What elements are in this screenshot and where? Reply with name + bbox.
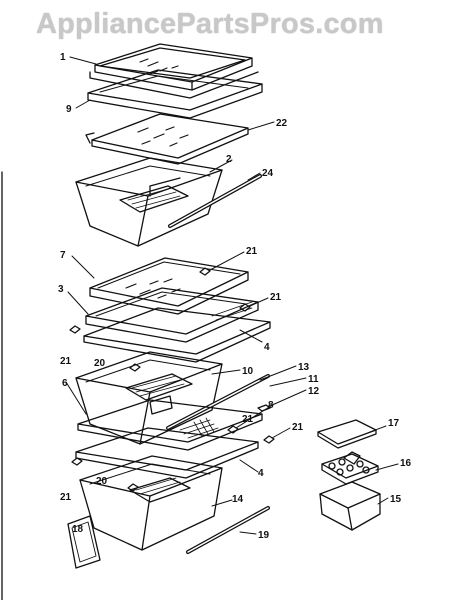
- glass-shelf-7: [89, 257, 249, 315]
- part-18-card: [67, 515, 101, 569]
- callout-4-a: 4: [264, 342, 270, 353]
- callout-2: 2: [226, 154, 232, 165]
- callout-21-a: 21: [246, 246, 258, 257]
- clip-12: [257, 404, 271, 412]
- callout-19: 19: [258, 530, 270, 541]
- callout-18: 18: [72, 524, 84, 535]
- clip-21-f: [71, 457, 83, 466]
- callout-21-c: 21: [60, 356, 72, 367]
- callout-labels: 1 9 22 2 24 7 21 3 21 4 21 20 13 6 10 11…: [58, 52, 412, 541]
- callout-13: 13: [298, 362, 310, 373]
- clip-21-e: [263, 435, 275, 444]
- callout-22: 22: [276, 118, 288, 129]
- callout-12: 12: [308, 386, 320, 397]
- shelf-frame-9: [87, 69, 263, 119]
- callout-21-b: 21: [270, 292, 282, 303]
- callout-6: 6: [62, 378, 68, 389]
- clip-20-a: [129, 363, 141, 372]
- callout-16: 16: [400, 458, 412, 469]
- callout-21-e: 21: [292, 422, 304, 433]
- callout-24: 24: [262, 168, 274, 179]
- crisper-cover-rail-24: [168, 174, 262, 228]
- callout-11: 11: [308, 374, 319, 385]
- clip-20-b: [127, 483, 139, 492]
- callout-7: 7: [60, 250, 66, 261]
- callout-1: 1: [60, 52, 66, 63]
- crisper-drawer-middle: [75, 351, 223, 445]
- rail-13: [166, 374, 270, 430]
- shelf-frame-4-upper: [83, 307, 271, 363]
- top-glass-shelf: [89, 43, 259, 99]
- callout-20-b: 20: [96, 476, 108, 487]
- crisper-drawer-lower: [79, 455, 223, 551]
- watermark: AppliancePartsPros.com: [36, 8, 384, 40]
- egg-tray-16: [321, 451, 379, 485]
- callout-3: 3: [58, 284, 64, 295]
- callout-15: 15: [390, 494, 402, 505]
- glass-shelf-22: [85, 113, 249, 165]
- bin-cover-17: [317, 419, 377, 449]
- clip-21-b: [239, 303, 251, 312]
- callout-14: 14: [232, 494, 244, 505]
- rail-19: [186, 506, 270, 554]
- storage-bin-15: [319, 481, 381, 531]
- shelf-frame-3: [85, 287, 259, 343]
- leader-lines: [65, 56, 399, 535]
- callout-4-b: 4: [258, 468, 264, 479]
- callout-20-a: 20: [94, 358, 106, 369]
- clip-8: [227, 425, 239, 434]
- callout-10: 10: [242, 366, 254, 377]
- callout-21-f: 21: [60, 492, 72, 503]
- callout-17: 17: [388, 418, 400, 429]
- clip-21-c: [69, 325, 81, 334]
- shelf-frame-lower: [77, 399, 263, 451]
- callout-21-d: 21: [242, 414, 254, 425]
- callout-8: 8: [268, 400, 274, 411]
- callout-9: 9: [66, 104, 72, 115]
- clip-21-a: [199, 267, 211, 276]
- shelf-frame-4-lower: [75, 427, 259, 479]
- crisper-drawer-upper: [75, 157, 223, 247]
